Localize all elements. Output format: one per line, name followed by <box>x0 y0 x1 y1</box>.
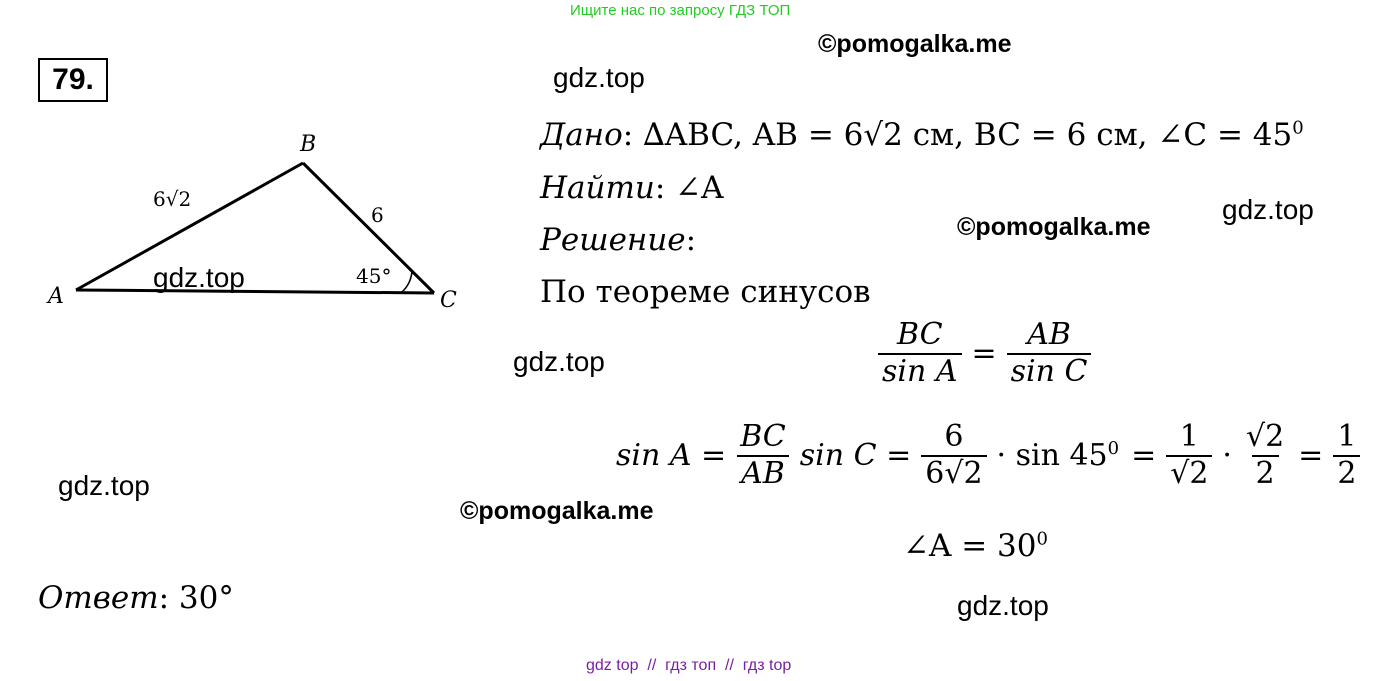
side-bc-label: 6 <box>371 203 384 227</box>
watermark-pomogalka: ©pomogalka.me <box>818 30 1012 58</box>
angle-c-label: 45° <box>356 264 392 288</box>
fraction: 6 6√2 <box>921 419 987 492</box>
fraction-denominator: 2 <box>1333 454 1361 492</box>
fraction-numerator: BC <box>896 317 943 352</box>
fraction-numerator: AB <box>1027 317 1071 352</box>
calc-term: · sin 450 <box>991 438 1126 473</box>
find-label: Найти <box>540 170 655 206</box>
fraction-denominator: 6√2 <box>921 454 987 492</box>
watermark-gdz: gdz.top <box>153 262 245 293</box>
equals-sign: = <box>1131 438 1157 473</box>
equals-sign: = <box>971 336 997 371</box>
watermark-pomogalka: ©pomogalka.me <box>460 497 654 525</box>
fraction-numerator: BC <box>740 419 786 454</box>
theorem-line: По теореме синусов <box>540 274 871 310</box>
answer-text: : 30° <box>158 580 234 616</box>
fraction-denominator: 2 <box>1251 454 1279 492</box>
calc-sin45: · sin 45 <box>996 438 1108 473</box>
triangle-figure <box>75 161 436 295</box>
given-line: Дано: ∆ABC, AB = 6√2 см, BC = 6 см, ∠C =… <box>540 117 1304 153</box>
fraction: 1 √2 <box>1166 419 1213 492</box>
solution-label: Решение <box>540 222 686 258</box>
fraction-denominator: sin A <box>878 352 962 390</box>
fraction-numerator: 1 <box>1337 419 1357 454</box>
calc-term: sin C = <box>799 438 912 473</box>
fraction: BC AB <box>736 419 790 492</box>
vertex-b-label: B <box>300 132 317 157</box>
result-line: ∠A = 300 <box>903 528 1048 564</box>
find-text: : ∠A <box>654 170 724 206</box>
watermark-gdz: gdz.top <box>513 346 605 377</box>
solution-line: Решение: <box>540 222 696 258</box>
watermark-gdz: gdz.top <box>1222 194 1314 225</box>
fraction-denominator: sin C <box>1006 352 1092 390</box>
fraction-numerator: √2 <box>1245 419 1285 454</box>
equals-sign: = <box>1298 438 1324 473</box>
given-text: : ∆ABC, AB = 6√2 см, BC = 6 см, ∠C = 45 <box>622 117 1293 153</box>
vertex-a-label: A <box>48 284 64 309</box>
fraction-denominator: AB <box>737 454 789 492</box>
fraction: AB sin C <box>1006 317 1092 390</box>
result-exp: 0 <box>1036 528 1048 550</box>
watermark-gdz: gdz.top <box>58 470 150 501</box>
problem-number: 79. <box>38 58 108 102</box>
answer-label: Ответ <box>38 580 159 616</box>
bottom-footer: gdz top // гдз топ // гдз top <box>586 657 792 674</box>
calc-sin45-exp: 0 <box>1107 438 1120 459</box>
find-line: Найти: ∠A <box>540 170 724 206</box>
fraction: 1 2 <box>1333 419 1361 492</box>
solution-colon: : <box>685 222 697 258</box>
answer-line: Ответ: 30° <box>38 580 234 616</box>
top-banner: Ищите нас по запросу ГДЗ ТОП <box>570 2 791 19</box>
vertex-c-label: C <box>440 288 457 313</box>
calculation-formula: sin A = BC AB sin C = 6 6√2 · sin 450 = … <box>610 419 1364 492</box>
multiply-dot: · <box>1222 438 1232 473</box>
given-label: Дано <box>540 117 623 153</box>
fraction-numerator: 6 <box>944 419 964 454</box>
fraction-numerator: 1 <box>1179 419 1199 454</box>
watermark-pomogalka: ©pomogalka.me <box>957 213 1151 241</box>
sine-law-formula: BC sin A = AB sin C <box>874 317 1095 390</box>
calc-lhs: sin A = <box>616 438 727 473</box>
fraction: BC sin A <box>878 317 962 390</box>
side-ab-label: 6√2 <box>153 187 192 211</box>
fraction: √2 2 <box>1242 419 1288 492</box>
given-exp: 0 <box>1292 117 1304 139</box>
watermark-gdz: gdz.top <box>553 62 645 93</box>
watermark-gdz: gdz.top <box>957 590 1049 621</box>
result-text: ∠A = 30 <box>903 528 1037 564</box>
fraction-denominator: √2 <box>1166 454 1213 492</box>
